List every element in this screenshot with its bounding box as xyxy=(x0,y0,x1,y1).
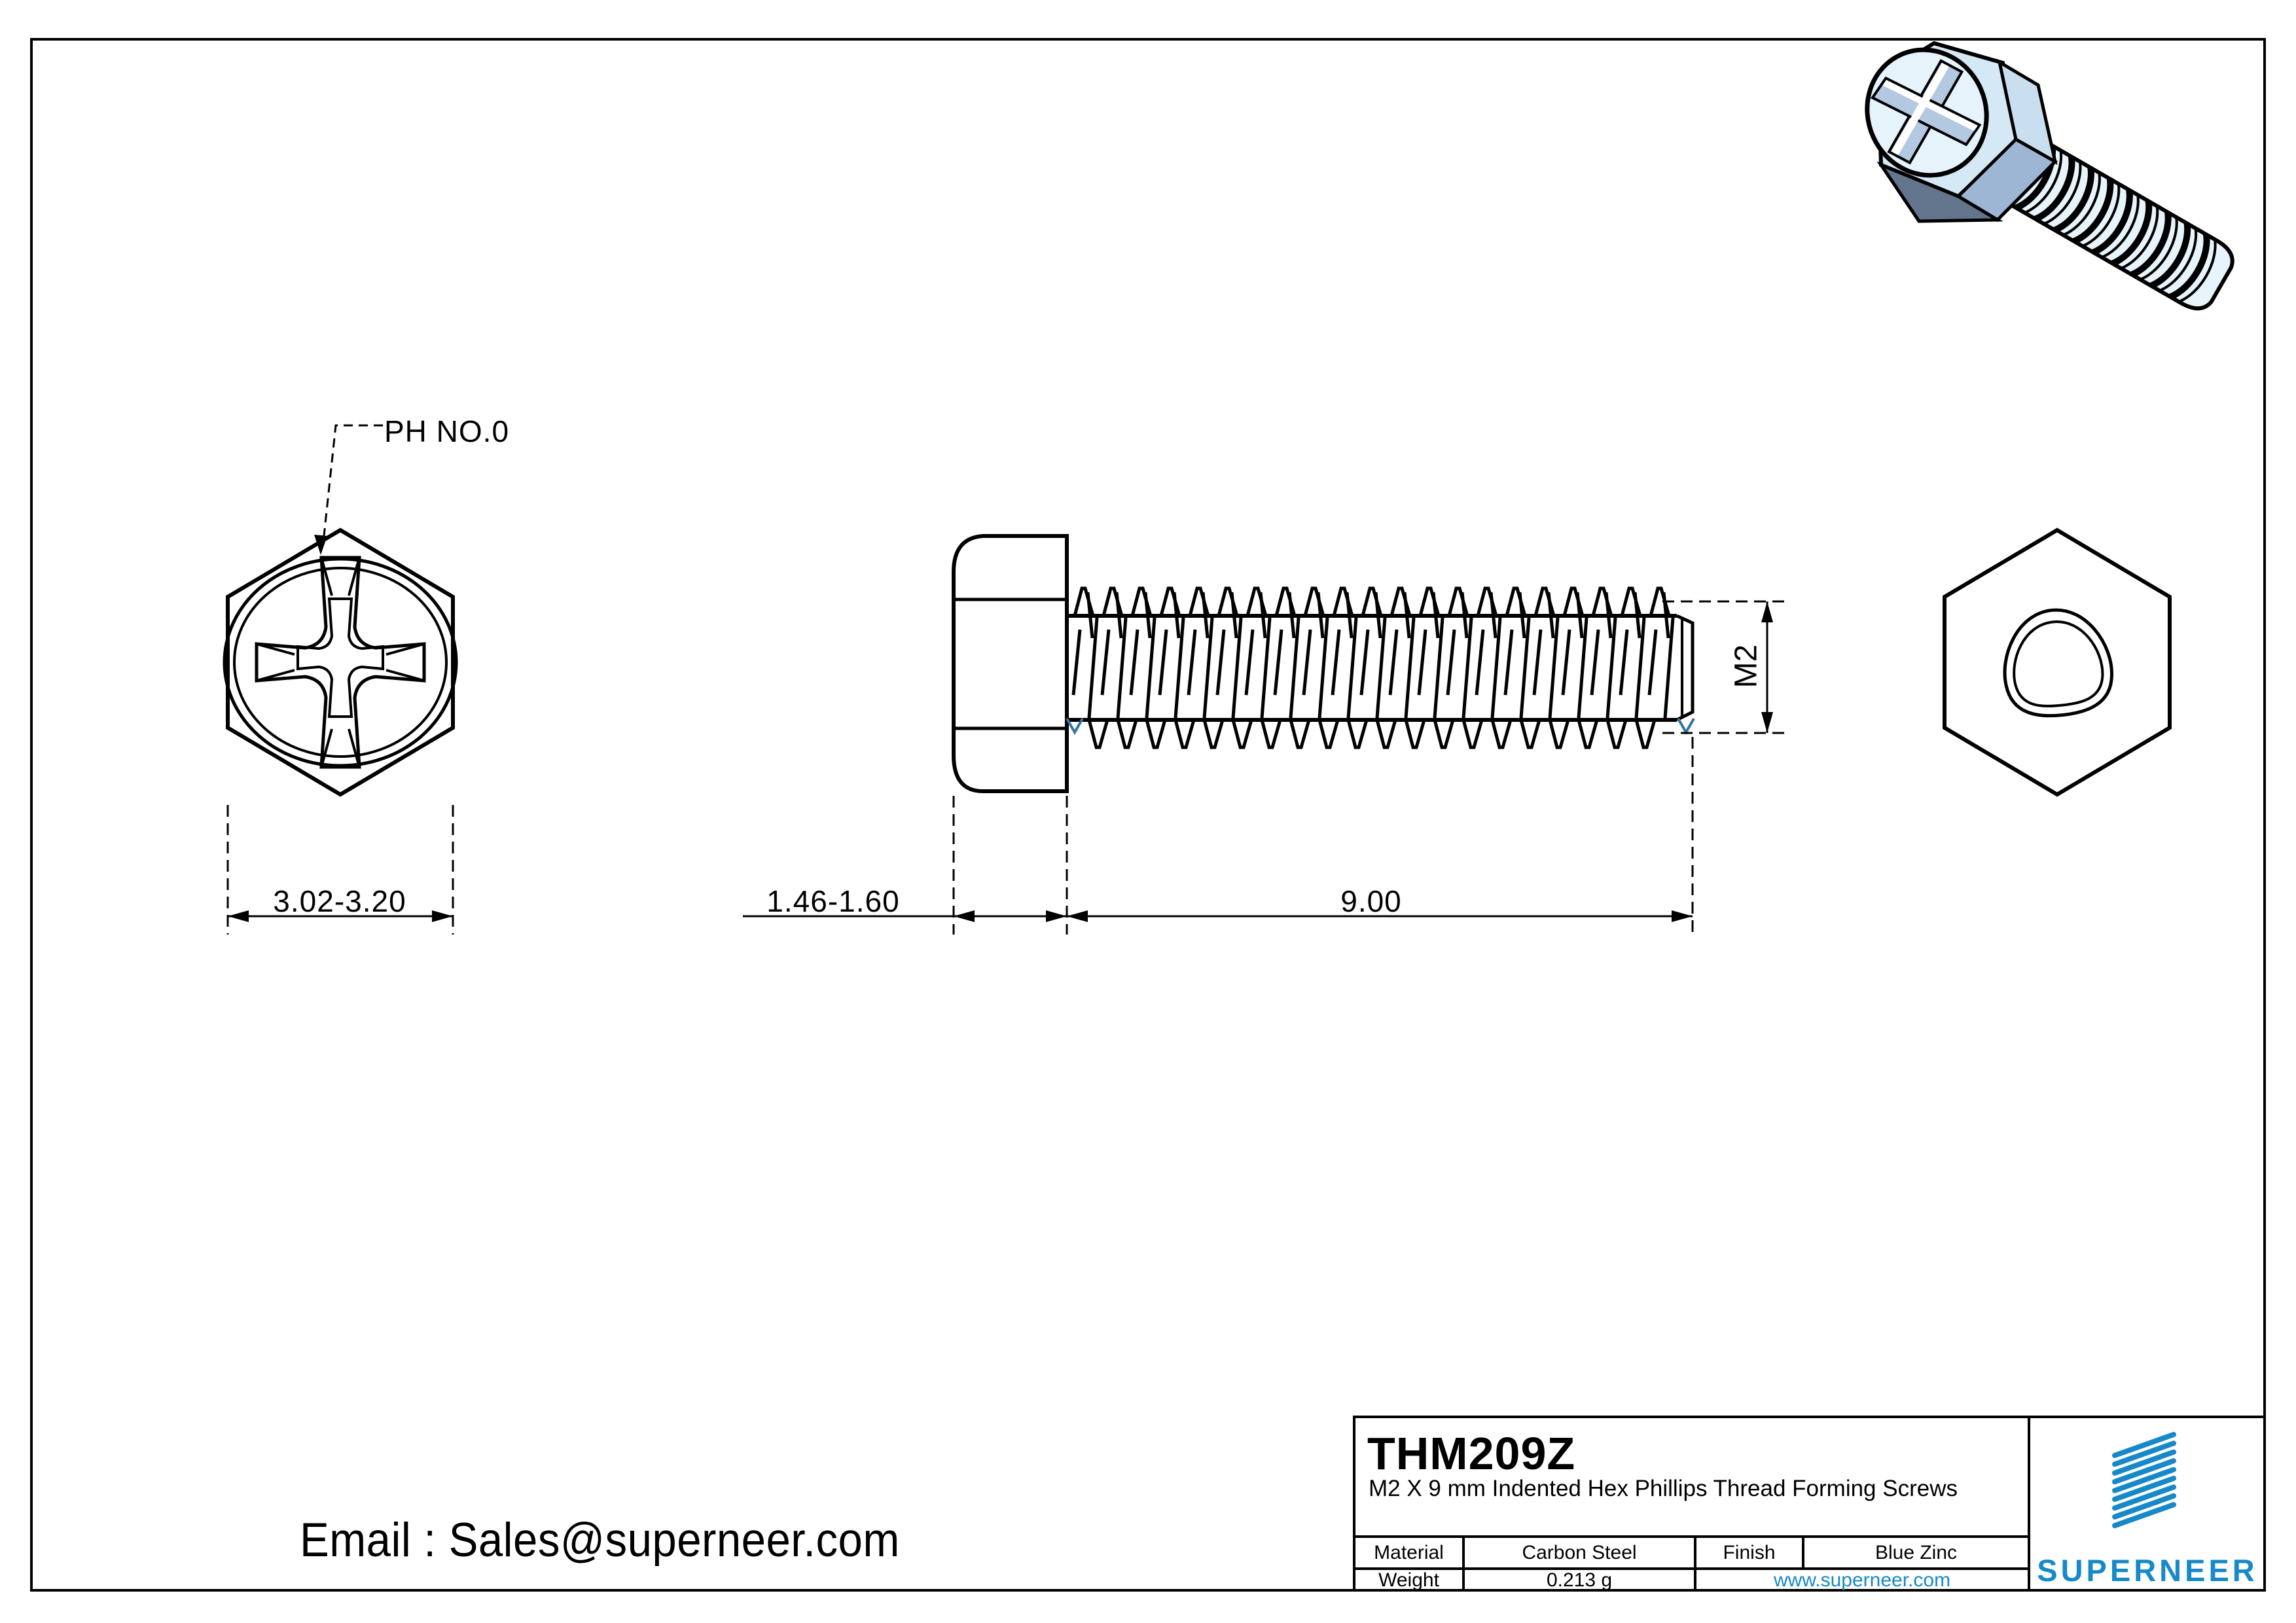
recess-callout-label: PH NO.0 xyxy=(384,414,510,448)
front-hexagon xyxy=(226,527,455,797)
title-block: THM209Z M2 X 9 mm Indented Hex Phillips … xyxy=(1353,1416,2265,1590)
phillips-3d-icon xyxy=(1870,59,1982,165)
contact-email-text: Email : Sales@superneer.com xyxy=(300,1514,900,1567)
front-indent-ring-outer xyxy=(223,557,458,768)
title-block-header: THM209Z M2 X 9 mm Indented Hex Phillips … xyxy=(1355,1418,2028,1535)
finish-value: Blue Zinc xyxy=(1802,1538,2028,1567)
dim-thread-size: M2 xyxy=(1729,644,1764,688)
logo-cell: SUPERNEER xyxy=(2028,1418,2265,1590)
phillips-flare-lines xyxy=(256,557,425,768)
material-label: Material xyxy=(1374,1541,1444,1563)
title-block-table: Material Carbon Steel Finish Blue Zinc W… xyxy=(1355,1535,2028,1590)
brand-name: SUPERNEER xyxy=(2037,1553,2258,1588)
dim-thread-length: 9.00 xyxy=(1340,884,1402,918)
part-description: M2 X 9 mm Indented Hex Phillips Thread F… xyxy=(1369,1476,1958,1501)
side-head-outline xyxy=(952,534,1069,793)
end-hexagon xyxy=(1943,527,2172,797)
dimension-arrowheads xyxy=(228,601,1773,922)
website-link[interactable]: www.superneer.com xyxy=(1694,1567,2028,1590)
screw-3d-head xyxy=(1865,41,2058,223)
extension-lines xyxy=(226,600,1788,935)
finish-label: Finish xyxy=(1694,1538,1802,1567)
screw-3d-render xyxy=(1865,41,2234,311)
side-tip-chamfer xyxy=(1676,614,1695,722)
trilobe-section xyxy=(2003,608,2113,718)
thread-root-mark-left xyxy=(1066,718,1084,736)
dimension-lines xyxy=(226,424,1788,935)
front-indent-ring-inner xyxy=(233,567,448,758)
superneer-logo-stripes xyxy=(2112,1432,2176,1529)
thread-teeth xyxy=(1071,586,1675,749)
recess-callout-leader xyxy=(322,424,383,543)
side-view xyxy=(952,534,1695,793)
page-border xyxy=(30,38,2266,1592)
phillips-recess-icon xyxy=(255,556,426,769)
dim-head-height: 1.46-1.60 xyxy=(766,884,900,918)
weight-value: 0.213 g xyxy=(1462,1567,1694,1590)
front-view xyxy=(223,527,458,797)
dim-head-across-flats: 3.02-3.20 xyxy=(273,884,406,918)
part-number: THM209Z xyxy=(1367,1428,1576,1479)
weight-label: Weight xyxy=(1355,1567,1462,1590)
end-view xyxy=(1943,527,2172,797)
phillips-recess-inner xyxy=(296,597,384,718)
material-value: Carbon Steel xyxy=(1462,1538,1694,1567)
thread-root-mark-right xyxy=(1677,718,1695,736)
leader-arrowhead xyxy=(314,535,327,555)
